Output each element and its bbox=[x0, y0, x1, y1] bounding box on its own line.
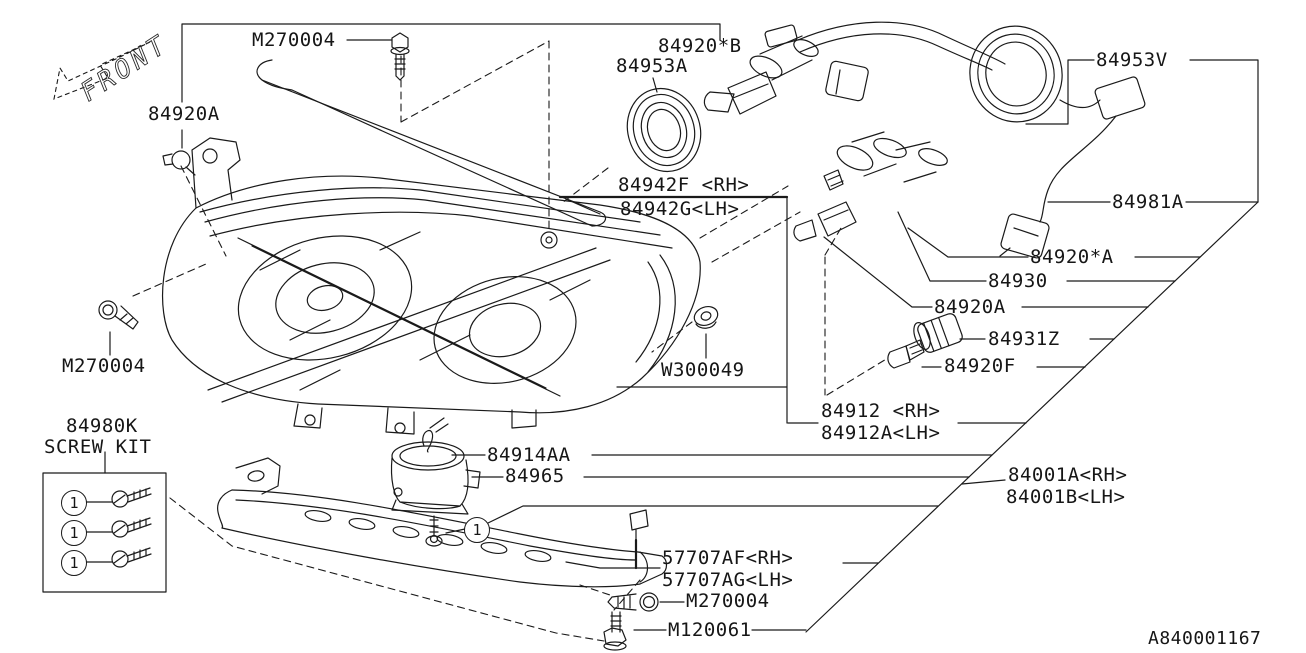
label-m270004-bottom: M270004 bbox=[686, 590, 770, 612]
clip-icon bbox=[163, 151, 195, 175]
label-84942g-lh: 84942G<LH> bbox=[620, 198, 740, 220]
headlamp-assembly-drawing bbox=[163, 138, 701, 434]
label-screw-kit: SCREW KIT bbox=[44, 436, 152, 458]
label-57707af-rh: 57707AF<RH> bbox=[662, 547, 794, 569]
qty-badge-kit-row3: 1 bbox=[61, 550, 87, 576]
front-label: FRONT bbox=[75, 29, 174, 108]
label-57707ag-lh: 57707AG<LH> bbox=[662, 569, 794, 591]
label-84942f-rh: 84942F <RH> bbox=[618, 174, 750, 196]
leader-lines-top bbox=[182, 24, 720, 148]
front-direction-arrow: FRONT bbox=[54, 29, 175, 108]
label-84920-b: 84920*B bbox=[658, 35, 742, 57]
kit-screw-icons bbox=[112, 488, 151, 567]
label-84953v: 84953V bbox=[1096, 49, 1168, 71]
qty-badge-ballast-screw: 1 bbox=[464, 517, 490, 543]
label-m270004-top: M270004 bbox=[252, 29, 336, 51]
label-84920-a: 84920*A bbox=[1030, 246, 1114, 268]
bolt-m120061-icon bbox=[604, 612, 626, 650]
label-w300049: W300049 bbox=[661, 359, 745, 381]
diagram-id: A840001167 bbox=[1148, 628, 1262, 649]
bulb-84920f-icon bbox=[888, 340, 924, 368]
label-84920a-right: 84920A bbox=[934, 296, 1006, 318]
bolt-m270004-left-icon bbox=[99, 301, 138, 329]
qty-badge-kit-row1: 1 bbox=[61, 490, 87, 516]
bolt-m270004-top-icon bbox=[391, 33, 409, 80]
label-84930: 84930 bbox=[988, 270, 1048, 292]
leader-lines bbox=[105, 60, 1258, 632]
bolt-m270004-bottom-icon bbox=[608, 593, 658, 611]
nut-w300049-icon bbox=[692, 303, 721, 328]
label-84920a-clip: 84920A bbox=[148, 103, 220, 125]
label-84981a: 84981A bbox=[1112, 191, 1184, 213]
label-84001a-rh: 84001A<RH> bbox=[1008, 464, 1128, 486]
wedge-bulb-84920a-icon bbox=[794, 202, 856, 241]
label-m270004-left: M270004 bbox=[62, 355, 146, 377]
label-m120061: M120061 bbox=[668, 619, 752, 641]
label-84912a-lh: 84912A<LH> bbox=[821, 422, 941, 444]
grommet-seal-icon bbox=[617, 79, 711, 181]
label-84965: 84965 bbox=[505, 465, 565, 487]
label-84001b-lh: 84001B<LH> bbox=[1006, 486, 1126, 508]
hid-bulb-and-socket-icon bbox=[824, 132, 949, 190]
label-84953a: 84953A bbox=[616, 55, 688, 77]
socket-84931z-icon bbox=[911, 312, 964, 354]
label-84920f: 84920F bbox=[944, 355, 1016, 377]
dashed-guides bbox=[133, 41, 888, 641]
label-84912-rh: 84912 <RH> bbox=[821, 400, 941, 422]
label-84980k: 84980K bbox=[66, 415, 138, 437]
ballast-igniter-icon bbox=[391, 418, 480, 546]
bulb-84920b-icon bbox=[704, 36, 820, 114]
label-84914aa: 84914AA bbox=[487, 444, 571, 466]
qty-badge-kit-row2: 1 bbox=[61, 520, 87, 546]
harness-and-cap bbox=[764, 16, 1145, 259]
label-84931z: 84931Z bbox=[988, 328, 1060, 350]
